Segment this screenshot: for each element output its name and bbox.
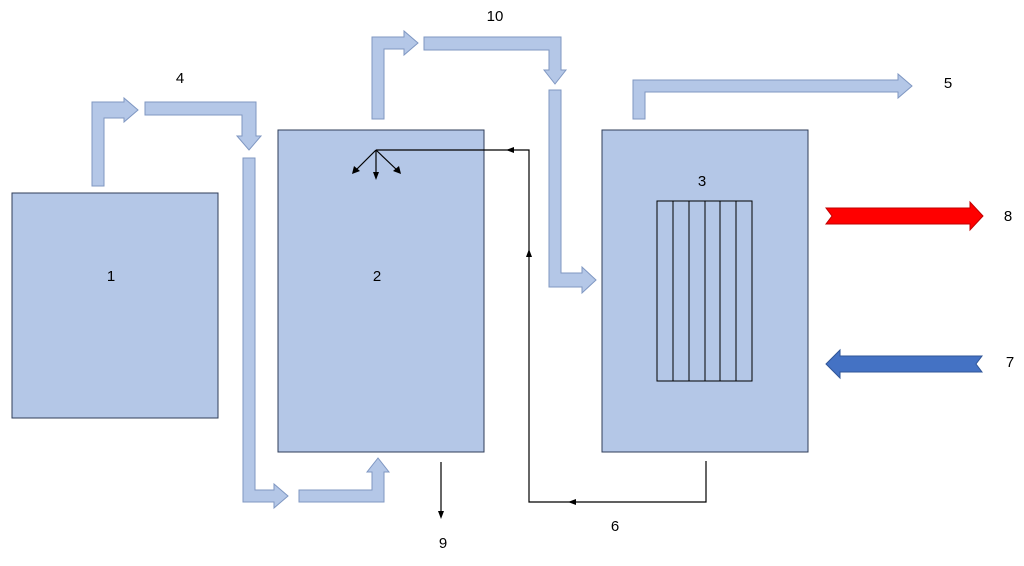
- label-tank-3: 3: [698, 173, 706, 190]
- flow-10-pipe: [371, 29, 597, 295]
- flow-5-pipe: [632, 72, 913, 120]
- label-flow-10: 10: [487, 8, 504, 25]
- flow-recycle-pipe: [242, 157, 391, 510]
- flow-9-line: [438, 462, 444, 519]
- flow-4-pipe: [91, 96, 263, 187]
- membrane-stack: [656, 200, 753, 382]
- label-flow-8: 8: [1004, 208, 1012, 225]
- label-tank-2: 2: [373, 268, 381, 285]
- label-flow-7: 7: [1006, 354, 1014, 371]
- label-flow-6: 6: [611, 518, 619, 535]
- distributor: [352, 149, 401, 180]
- flow-6-line: [376, 147, 707, 505]
- flow-7-cold-arrow: [825, 348, 983, 380]
- label-tank-1: 1: [107, 268, 115, 285]
- label-flow-9: 9: [439, 535, 447, 552]
- tank-2: [277, 129, 485, 453]
- label-flow-5: 5: [944, 75, 952, 92]
- tank-1: [11, 192, 219, 419]
- flow-8-hot-arrow: [825, 200, 984, 232]
- label-flow-4: 4: [176, 70, 184, 87]
